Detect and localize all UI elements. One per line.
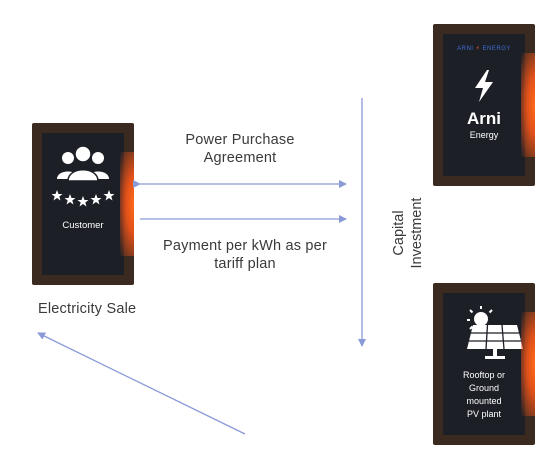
- energy-card-inner: ARNI ⚡ ENERGY Arni Energy: [443, 34, 525, 176]
- energy-brand-top-right: ENERGY: [482, 46, 511, 52]
- pv-card: Rooftop or Ground mounted PV plant: [433, 283, 535, 445]
- customer-glow: [120, 152, 134, 256]
- energy-glow: [521, 53, 535, 157]
- pv-label-line: PV plant: [466, 409, 502, 419]
- pv-glow: [521, 312, 535, 416]
- pv-label-line: Ground: [468, 383, 500, 393]
- energy-brand-top: ARNI: [457, 46, 474, 52]
- pv-card-inner: Rooftop or Ground mounted PV plant: [443, 293, 525, 435]
- payment-text-line: Payment per kWh as per: [163, 238, 327, 254]
- pv-label-line: mounted: [466, 396, 502, 406]
- payment-text-line: tariff plan: [214, 256, 276, 272]
- energy-card: ARNI ⚡ ENERGY Arni Energy: [433, 24, 535, 186]
- ppa-text: Power Purchase Agreement: [140, 131, 340, 167]
- ppa-text-line: Power Purchase: [185, 132, 295, 148]
- capital-text: Capital Investment: [390, 186, 430, 280]
- capital-text-line: Capital: [391, 210, 407, 256]
- customers-icon: [51, 145, 115, 207]
- customer-card: Customer: [32, 123, 134, 285]
- bolt-small-icon: ⚡: [475, 46, 481, 52]
- lightning-icon: [475, 70, 493, 102]
- electricity-sale-text: Electricity Sale: [38, 301, 137, 317]
- payment-text: Payment per kWh as per tariff plan: [130, 237, 360, 273]
- pv-label: Rooftop or Ground mounted PV plant: [443, 369, 525, 421]
- sale-arrow: [37, 332, 246, 435]
- energy-subname: Energy: [469, 130, 499, 140]
- pv-label-line: Rooftop or: [462, 370, 506, 380]
- energy-name: Arni: [467, 109, 501, 128]
- customer-card-inner: Customer: [42, 133, 124, 275]
- customer-label: Customer: [62, 220, 104, 231]
- energy-brand-strip: ARNI ⚡ ENERGY: [443, 45, 525, 53]
- ppa-text-line: Agreement: [203, 150, 277, 166]
- capital-text-line: Investment: [409, 197, 425, 269]
- solar-panel-icon: [467, 306, 523, 359]
